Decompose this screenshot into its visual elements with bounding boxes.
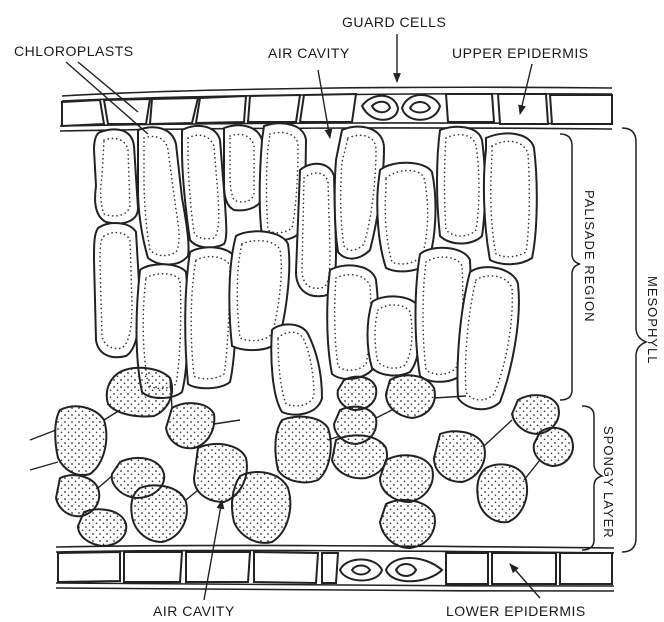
label-palisade-region: PALISADE REGION xyxy=(582,190,597,323)
palisade-bracket xyxy=(560,134,580,400)
guard-cells-upper xyxy=(362,95,440,120)
label-spongy-layer: SPONGY LAYER xyxy=(601,426,616,539)
label-guard-cells: GUARD CELLS xyxy=(342,14,446,30)
label-upper-epidermis: UPPER EPIDERMIS xyxy=(452,45,589,61)
label-lower-epidermis: LOWER EPIDERMIS xyxy=(446,603,586,619)
label-air-cavity-bottom: AIR CAVITY xyxy=(153,603,235,619)
lower-epidermis xyxy=(56,545,614,591)
spongy-bracket xyxy=(582,406,602,550)
guard-cells-lower xyxy=(340,558,442,581)
mesophyll-bracket xyxy=(622,128,646,552)
label-chloroplasts: CHLOROPLASTS xyxy=(14,43,134,59)
label-mesophyll: MESOPHYLL xyxy=(645,276,660,364)
upper-epidermis xyxy=(60,87,612,131)
label-air-cavity-top: AIR CAVITY xyxy=(268,45,350,61)
